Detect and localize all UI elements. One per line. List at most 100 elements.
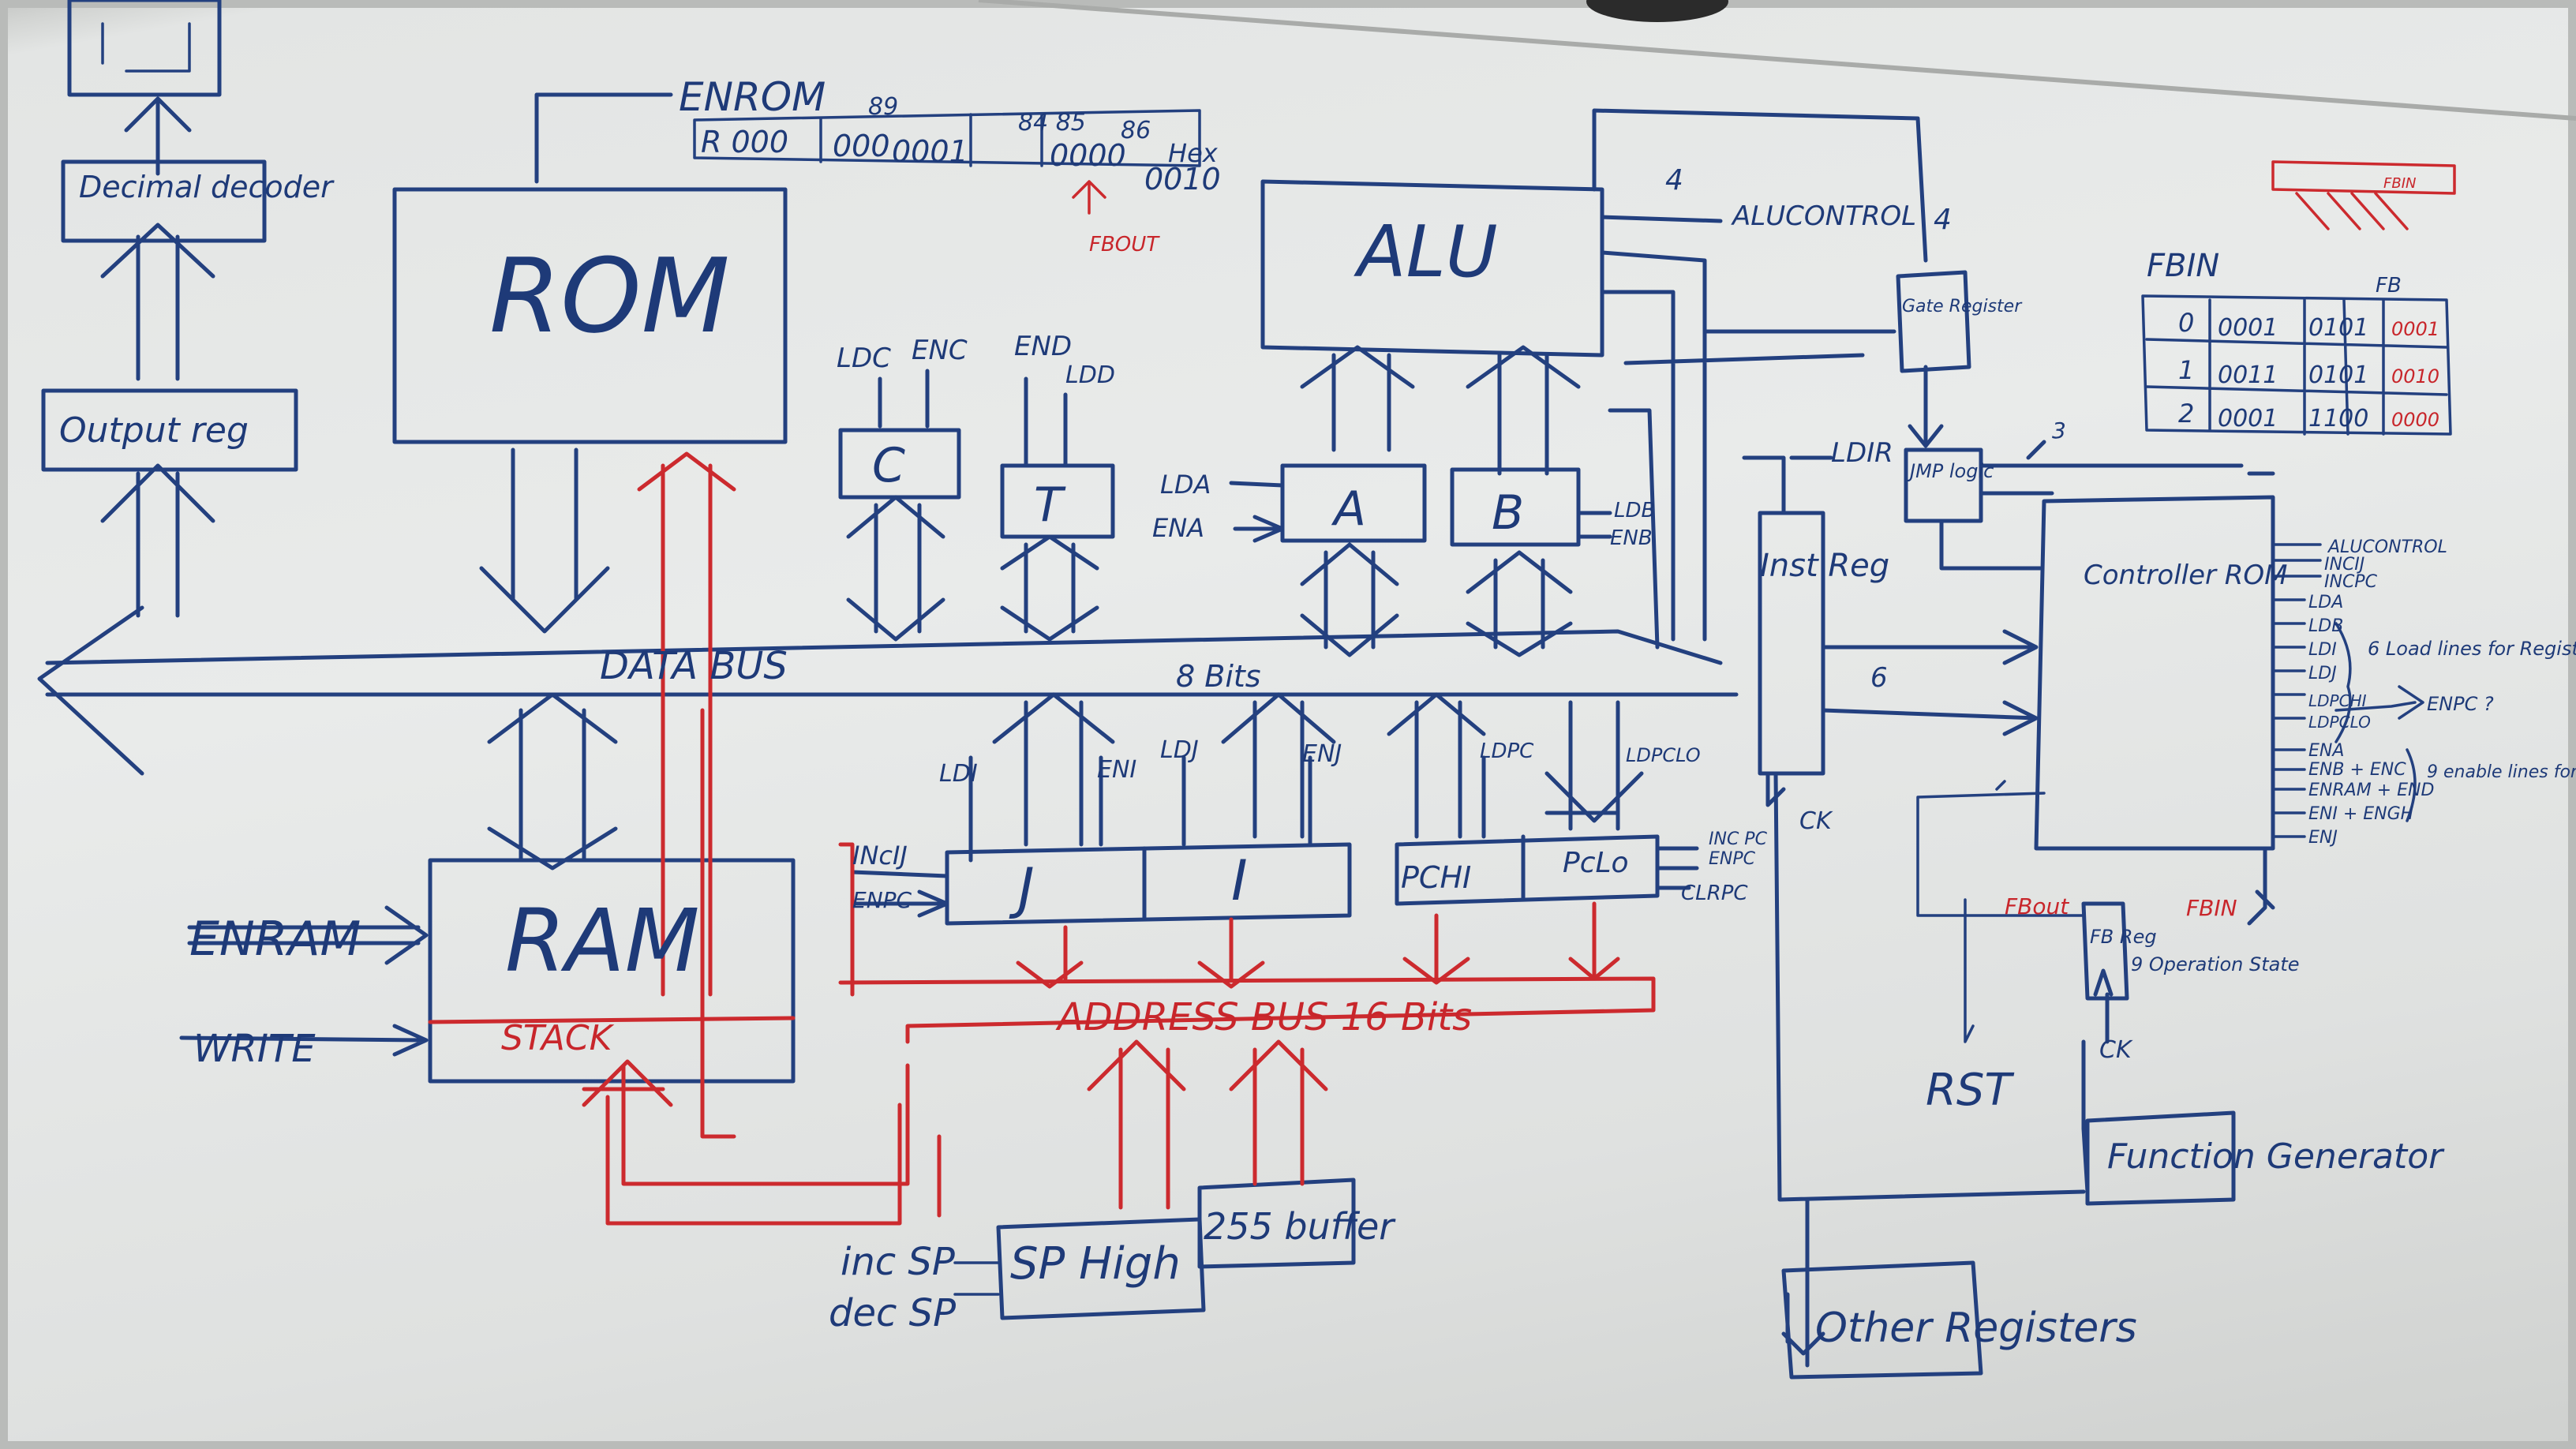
ldb-label: LDB bbox=[1614, 499, 1655, 522]
dec-sp-label: dec SP bbox=[829, 1291, 956, 1335]
enram-label: ENRAM bbox=[189, 912, 361, 967]
fbin-row0-a: 0001 bbox=[2218, 314, 2278, 342]
operation-state-label: 9 Operation State bbox=[2131, 953, 2300, 975]
reg-c-box bbox=[838, 428, 961, 500]
ctrl-out-11: ENRAM + END bbox=[2308, 781, 2434, 800]
rom-bits-4: 0010 bbox=[1144, 162, 1221, 197]
alu-label: ALU bbox=[1354, 211, 1498, 294]
reg-b-label: B bbox=[1492, 485, 1524, 541]
alucontrol-width-2: 4 bbox=[1934, 204, 1952, 236]
fbin-red-label: FBIN bbox=[2186, 895, 2237, 921]
ctrl-out-0: ALUCONTROL bbox=[2327, 537, 2447, 557]
eni-label: ENI bbox=[1097, 756, 1136, 784]
fbin-header: FBIN bbox=[2147, 248, 2219, 284]
enpc2-label: ENPC bbox=[1709, 849, 1756, 869]
write-label: WRITE bbox=[193, 1027, 316, 1071]
fbin-row0-c: 0001 bbox=[2391, 318, 2439, 340]
alucontrol-width: 4 bbox=[1665, 164, 1683, 197]
ctrl-out-13: ENJ bbox=[2308, 828, 2338, 848]
fbin-row0-idx: 0 bbox=[2178, 308, 2194, 338]
ctrl-out-2: INCPC bbox=[2324, 572, 2378, 592]
ctrl-out-8: LDPCLO bbox=[2308, 713, 2371, 732]
other-registers-label: Other Registers bbox=[1815, 1305, 2137, 1352]
fbin-row1-b: 0101 bbox=[2308, 361, 2368, 389]
data-bits-label: 8 Bits bbox=[1176, 659, 1261, 694]
fbin-row1-c: 0010 bbox=[2391, 365, 2439, 388]
ck2-label: CK bbox=[2099, 1036, 2133, 1064]
enc-label: ENC bbox=[912, 335, 968, 366]
clrpc-label: CLRPC bbox=[1681, 882, 1748, 905]
controller-rom-label: Controller ROM bbox=[2084, 560, 2288, 591]
reg-c-label: C bbox=[872, 438, 905, 493]
ram-box bbox=[428, 858, 796, 1084]
stack-label: STACK bbox=[501, 1018, 615, 1058]
write-arrow bbox=[179, 1024, 429, 1057]
ctrl-out-1: INCIJ bbox=[2324, 555, 2364, 575]
reg-a-box bbox=[1280, 463, 1427, 543]
ctrl-out-7: LDPCHI bbox=[2308, 691, 2367, 710]
reg-j-i-box bbox=[945, 842, 1352, 926]
reg-j-label: J bbox=[1009, 856, 1035, 921]
data-bus-label: DATA BUS bbox=[600, 644, 788, 688]
sp-high-label: SP High bbox=[1010, 1238, 1181, 1290]
reg-b-box bbox=[1450, 467, 1581, 547]
jmp-width: 3 bbox=[2052, 417, 2066, 444]
ldpc-label: LDPC bbox=[1480, 739, 1534, 763]
address-bus-label: ADDRESS BUS 16 Bits bbox=[1055, 995, 1472, 1039]
function-generator-box bbox=[2085, 1110, 2236, 1206]
fbout2-label: FBout bbox=[2005, 893, 2069, 919]
fb-reg-box bbox=[2081, 901, 2129, 1001]
fbin-table bbox=[2141, 294, 2452, 436]
reg-t-box bbox=[1000, 463, 1115, 539]
rom-bits-2: 0001 bbox=[892, 134, 968, 169]
pchi-label: PCHI bbox=[1401, 860, 1471, 895]
inc-sp-label: inc SP bbox=[841, 1240, 955, 1284]
rom-word-hex: Hex bbox=[1168, 138, 1219, 168]
ldpclo-label: LDPCLO bbox=[1626, 744, 1701, 766]
reg-t-label: T bbox=[1034, 477, 1066, 533]
alu-box bbox=[1260, 179, 1604, 358]
fbin-row2-idx: 2 bbox=[2178, 399, 2194, 429]
decimal-decoder-box bbox=[61, 159, 267, 243]
fbout-label: FBOUT bbox=[1089, 233, 1160, 256]
ena-label: ENA bbox=[1152, 513, 1204, 543]
enb-label: ENB bbox=[1610, 526, 1653, 550]
sp-high-box bbox=[996, 1217, 1206, 1320]
rom-bits-0: R 000 bbox=[701, 125, 788, 159]
rom-word-86: 86 bbox=[1121, 117, 1151, 144]
lda-label: LDA bbox=[1160, 470, 1211, 500]
rom-word-89: 89 bbox=[868, 93, 898, 121]
gate-register-label: Gate Register bbox=[1902, 297, 2023, 316]
output-reg-box bbox=[41, 388, 298, 472]
ldc-label: LDC bbox=[837, 343, 891, 374]
enram-arrow bbox=[187, 905, 429, 965]
ctrl-out-4: LDB bbox=[2308, 616, 2343, 636]
ldir-label: LDIR bbox=[1831, 437, 1893, 469]
function-generator-label: Function Generator bbox=[2107, 1136, 2445, 1177]
data-bus-arrow bbox=[37, 605, 1739, 776]
address-bus bbox=[838, 976, 1656, 1044]
ldd-label: LDD bbox=[1065, 361, 1115, 389]
incij-label: INcIJ bbox=[852, 841, 908, 871]
fbin-corner: FB bbox=[2376, 274, 2402, 298]
fb-reg-label: FB Reg bbox=[2090, 926, 2157, 948]
incpc-label: INC PC bbox=[1709, 829, 1768, 849]
enable-lines-note: 9 enable lines for data bus bbox=[2427, 762, 2576, 782]
fbin-row2-b: 1100 bbox=[2308, 405, 2368, 432]
enpc-note: ENPC ? bbox=[2427, 693, 2494, 715]
fbin-row2-c: 0000 bbox=[2391, 409, 2439, 431]
ctrl-out-5: LDI bbox=[2308, 640, 2337, 660]
ram-label: RAM bbox=[505, 890, 700, 991]
controller-rom-box bbox=[2034, 495, 2275, 851]
reg-a-label: A bbox=[1331, 481, 1366, 537]
end-label: END bbox=[1014, 331, 1072, 362]
top-edge bbox=[978, 0, 2576, 121]
enj-label: ENJ bbox=[1302, 740, 1342, 768]
red-drawing bbox=[428, 160, 2456, 1226]
rom-label: ROM bbox=[489, 236, 730, 356]
reg-pc-box bbox=[1395, 834, 1660, 906]
rom-box bbox=[392, 187, 788, 444]
load-lines-note: 6 Load lines for Registers bbox=[2368, 638, 2576, 660]
